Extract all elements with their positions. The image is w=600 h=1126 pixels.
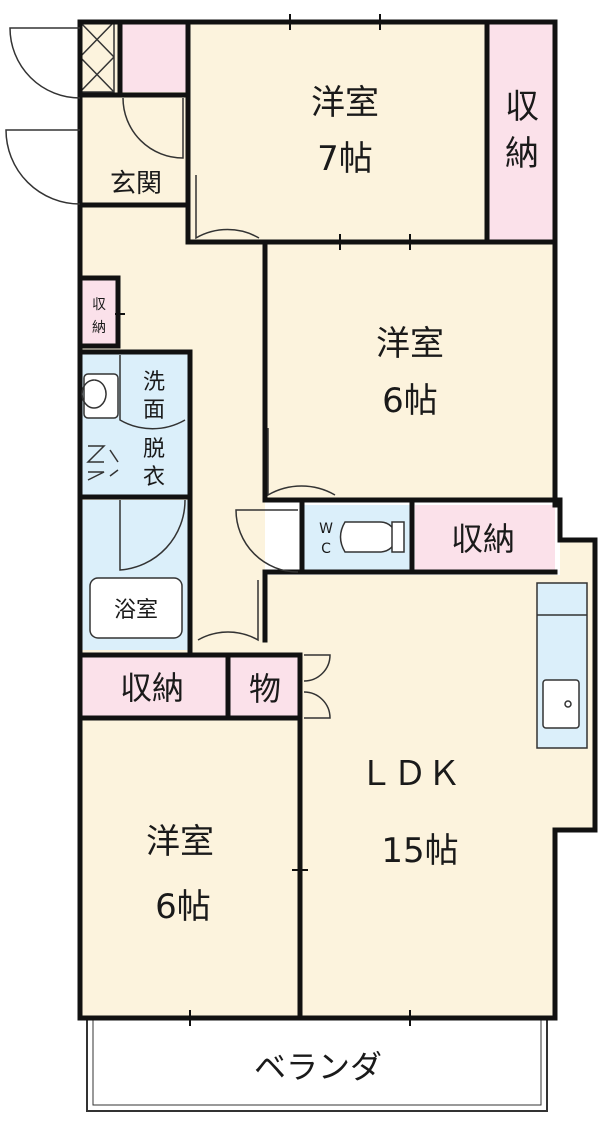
entrance-label: 玄関 [110,169,162,199]
storage-small-fill [80,278,118,346]
storage-small-label-2: 納 [92,320,106,336]
washer-symbol [86,445,119,481]
walls [77,19,598,1021]
storage-lower-fill [80,655,228,718]
balcony-outline [86,1017,548,1112]
bath-label: 浴室 [114,598,158,623]
doors [5,27,336,719]
washroom-label-3: 脱 [143,437,165,462]
room-western-6-upper-size: 6帖 [382,381,438,421]
room-western-6-lower-name: 洋室 [146,822,214,862]
storage-7-fill [487,22,555,242]
storage-7-label-2: 納 [505,134,539,174]
mono-storage-label: 物 [249,670,281,708]
storage-7-label-1: 収 [505,87,539,127]
room-ldk-size: 15帖 [381,831,458,871]
wc-label-1: W [319,521,333,537]
entrance-storage-fill [120,22,188,92]
room-ldk-fill [265,540,595,1018]
washroom-label-2: 面 [143,398,165,423]
bathtub [89,577,183,639]
storage-wc-label: 収納 [451,520,515,558]
room-western-6-upper-name: 洋室 [376,324,444,364]
storage-lower-label: 収納 [120,669,184,707]
kitchen-counter [536,582,588,749]
room-western-6-lower-size: 6帖 [155,887,211,927]
wc-label-2: C [321,541,331,557]
wash-basin [81,373,119,419]
washroom-label-1: 洗 [143,370,165,395]
storage-small-label-1: 収 [92,297,106,313]
toilet [339,521,405,553]
mono-storage-fill [228,655,300,718]
room-western-7-fill [190,22,487,242]
room-western-6-lower-fill [80,718,300,1018]
room-western-6-upper-fill [265,242,555,498]
room-ldk-name: ＬＤＫ [359,754,461,794]
balcony-label: ベランダ [254,1048,382,1086]
sliding-door-marks [115,14,411,1026]
room-western-7-size: 7帖 [317,139,373,179]
room-western-7-name: 洋室 [311,83,379,123]
washroom-label-4: 衣 [143,465,165,490]
storage-wc-fill [415,505,555,570]
